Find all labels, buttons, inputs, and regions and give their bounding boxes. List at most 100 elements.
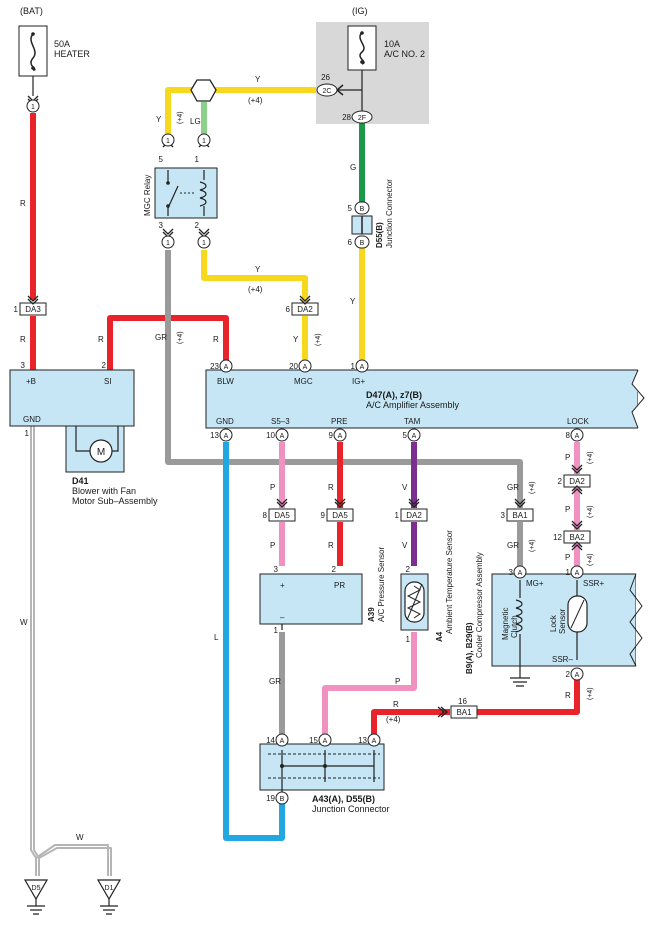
term-pr: PR	[334, 581, 345, 590]
connector-chevrons	[27, 84, 583, 718]
term-blw: BLW	[217, 377, 234, 386]
conn-da2-v: DA2	[406, 511, 422, 520]
term-ssr-minus: SSR–	[552, 655, 573, 664]
wire-plus4-vertical: (+4) (+4) (+4) (+4) (+4) (+4) (+4) (+4) …	[177, 111, 594, 700]
pin-label: A	[575, 433, 580, 440]
lock-sensor-1: Lock	[549, 614, 558, 632]
pin-num: 2	[195, 221, 200, 230]
wire-code: R	[328, 483, 334, 492]
wire-code: R	[20, 199, 26, 208]
conn-da2-y: DA2	[297, 305, 313, 314]
pin-num: 2	[566, 670, 571, 679]
mgc-relay-label: MGC Relay	[143, 175, 152, 216]
pin-label: B	[360, 206, 365, 213]
junction-d55-name: Junction Connector	[385, 179, 394, 248]
compressor-id: B9(A), B29(B)	[465, 622, 474, 674]
pin-num: 9	[321, 511, 326, 520]
wire-code: R	[328, 541, 334, 550]
pin-num: 2	[406, 565, 411, 574]
wire-w-gnd-d5b	[33, 425, 40, 876]
wire-code: GR	[507, 541, 519, 550]
term-gnd-amp: GND	[216, 417, 234, 426]
pin-label: A	[575, 570, 580, 577]
lock-sensor-2: Sensor	[558, 608, 567, 634]
ground-d5-label: D5	[32, 885, 41, 892]
term-ssr-plus: SSR+	[583, 579, 604, 588]
splice-point	[190, 79, 217, 102]
pin-num: 1	[395, 511, 400, 520]
pin-num: 26	[321, 73, 330, 82]
pin-label: A	[412, 433, 417, 440]
conn-da5-p: DA5	[274, 511, 290, 520]
conn-da2-p: DA2	[569, 477, 585, 486]
conn-ba1-gr: BA1	[512, 511, 528, 520]
pin-label: 2C	[323, 88, 332, 95]
ground-d1-symbol	[96, 879, 122, 915]
wire-code: G	[350, 163, 356, 172]
wire-w-gnd-d1b	[38, 847, 112, 876]
pin-num: 2	[102, 361, 107, 370]
fuse-heater-rating: 50A	[54, 39, 70, 49]
ig-label: (IG)	[352, 6, 368, 16]
pin-numbers: 1 6 3 2 1 5 1 3 2 23 20 1 13 10 9 5 8 8 …	[14, 73, 571, 803]
wire-code: (+4)	[248, 96, 263, 105]
wire-code: Y	[255, 75, 261, 84]
wire-code: L	[214, 633, 219, 642]
pin-label: B	[360, 240, 365, 247]
wire-code: P	[270, 483, 275, 492]
term-pre: PRE	[331, 417, 347, 426]
wire-code: V	[402, 483, 408, 492]
pin-circles	[26, 83, 584, 805]
fuse-heater-name: HEATER	[54, 49, 90, 59]
wire-plus4: (+4)	[587, 553, 594, 566]
ac-amplifier	[205, 368, 656, 430]
pin-num: 13	[358, 736, 367, 745]
compressor-b9	[491, 572, 656, 687]
wire-code: Y	[350, 297, 356, 306]
pin-num: 3	[274, 565, 279, 574]
pin-label: A	[224, 364, 229, 371]
inline-connectors	[19, 201, 591, 719]
term-tam: TAM	[404, 417, 421, 426]
pin-num: 5	[348, 204, 353, 213]
term-minus: –	[280, 613, 285, 622]
wire-plus4: (+4)	[587, 505, 594, 518]
pin-label: 1	[166, 138, 170, 145]
mag-clutch-1: Magnetic	[501, 608, 510, 640]
term-ig-plus: IG+	[352, 377, 365, 386]
pin-num: 3	[21, 361, 26, 370]
term-plus-b: +B	[26, 377, 36, 386]
pin-label: 1	[31, 104, 35, 111]
term-gnd-blower: GND	[23, 415, 41, 424]
fuse-heater	[18, 25, 48, 77]
ambient-sensor-a4	[400, 573, 429, 631]
pin-label: A	[360, 364, 365, 371]
pin-num: 8	[566, 431, 571, 440]
blower-id: D41	[72, 476, 89, 486]
fuse-ac-no2	[347, 25, 377, 71]
pin-num: 19	[266, 794, 275, 803]
pin-num: 6	[348, 238, 353, 247]
wire-plus4: (+4)	[177, 331, 184, 344]
pin-num: 13	[210, 431, 219, 440]
junction-d55-top	[351, 215, 373, 235]
wire-code-labels: R R R R Y (+4) Y LG Y (+4) Y G Y GR GR G…	[20, 75, 571, 842]
pin-label: A	[518, 570, 523, 577]
pin-label: A	[323, 738, 328, 745]
wire-l-gnd	[223, 442, 285, 841]
pin-num: 1	[14, 305, 19, 314]
blower-motor-d41	[9, 369, 135, 473]
fuse-ac-rating: 10A	[384, 39, 400, 49]
wire-y-relay-top	[165, 87, 193, 136]
term-si: SI	[104, 377, 112, 386]
amp-name: A/C Amplifier Assembly	[366, 400, 460, 410]
pin-label: A	[280, 433, 285, 440]
wire-code: (+4)	[386, 715, 401, 724]
wire-code: R	[213, 335, 219, 344]
ambient-id: A4	[435, 631, 444, 642]
wire-p-ambient	[322, 632, 417, 735]
wire-code: Y	[156, 115, 162, 124]
bat-label: (BAT)	[20, 6, 43, 16]
conn-ba2: BA2	[569, 533, 585, 542]
wire-code: GR	[269, 677, 281, 686]
